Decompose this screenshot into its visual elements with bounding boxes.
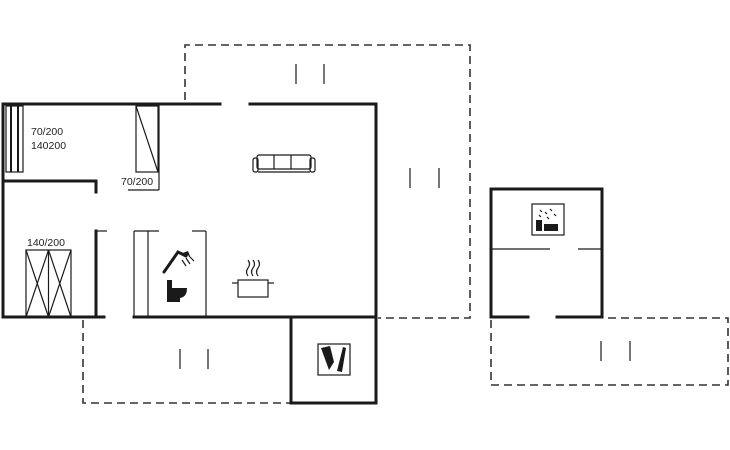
bunk-bed xyxy=(135,105,159,173)
terrace-south xyxy=(82,320,290,404)
bed-size-label: 70/200 xyxy=(121,176,153,188)
bed-size-label: 70/200 xyxy=(31,126,63,138)
toilet-icon xyxy=(167,280,187,302)
sauna-shower-icon xyxy=(531,203,565,236)
bed-size-label: 140200 xyxy=(31,140,66,152)
sofa-icon xyxy=(252,154,316,173)
terrace-annex xyxy=(490,317,729,386)
wardrobe-bedroom-1 xyxy=(5,105,24,173)
double-bed xyxy=(25,249,72,318)
washing-icon xyxy=(317,343,351,376)
bed-size-label: 140/200 xyxy=(27,237,65,249)
cooking-pot-icon xyxy=(232,259,274,298)
terrace-north xyxy=(184,44,471,319)
annex-walls xyxy=(489,187,604,319)
shower-icon xyxy=(162,250,195,274)
